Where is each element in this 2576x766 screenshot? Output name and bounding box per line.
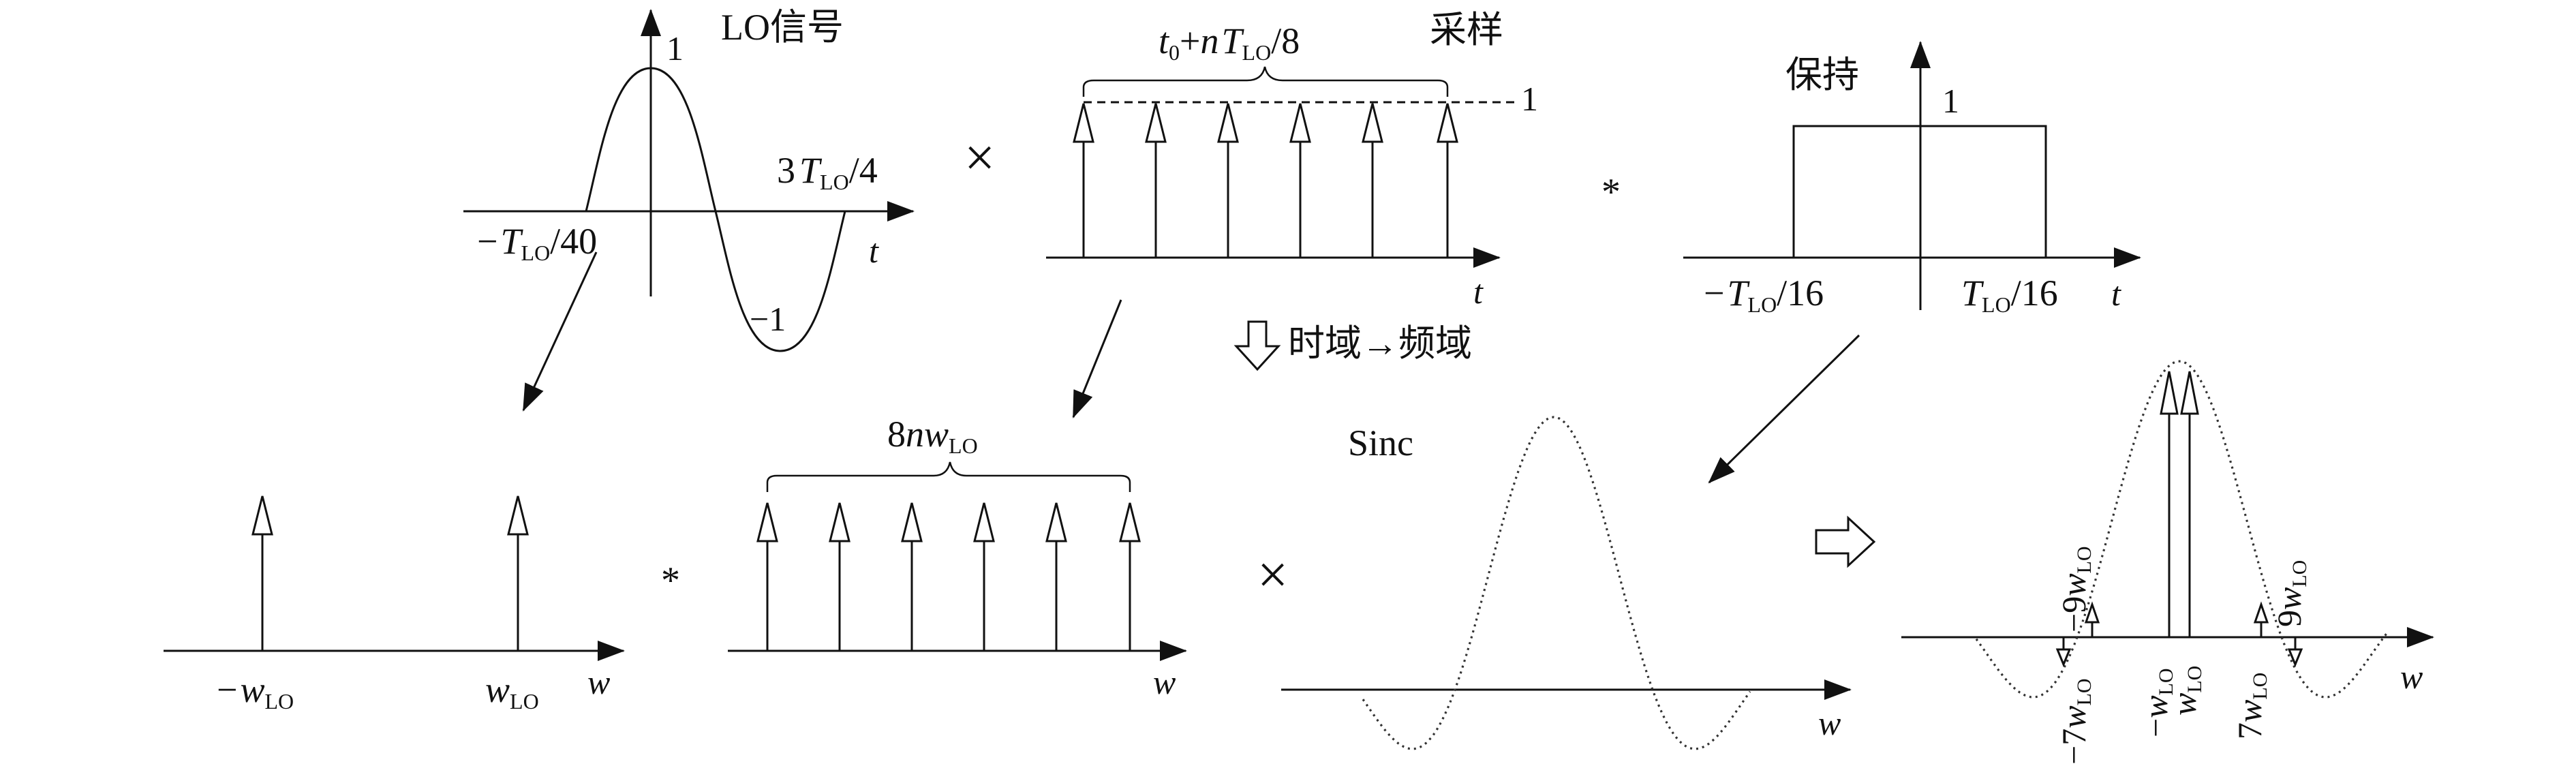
neg-wlo-result-label: −wLO [2136, 668, 2177, 737]
hold-pos-edge-label: TLO/16 [1961, 273, 2058, 317]
hold-time-label: t [2111, 275, 2121, 313]
comb-spectrum-panel: 8nwLO w [728, 414, 1187, 701]
connector-arrow-2 [1072, 299, 1122, 418]
sampling-impulse-train [1073, 103, 1458, 258]
comb-brace [766, 461, 1131, 492]
comb-impulse [829, 502, 850, 651]
pos-7wlo-label: 7wLO [2230, 673, 2271, 739]
result-impulse-neg-lo [2160, 371, 2179, 637]
pos-wlo-label: wLO [485, 669, 539, 714]
sinc-w-label: w [1818, 704, 1841, 742]
comb-impulse [756, 502, 778, 651]
sampling-impulse [1145, 103, 1167, 258]
sinc-title: Sinc [1348, 423, 1413, 463]
sinc-curve [1362, 416, 1751, 750]
sampling-impulse [1289, 103, 1311, 258]
comb-w-label: w [1153, 663, 1176, 701]
sampling-time-label: t [1473, 273, 1484, 311]
result-impulse-neg-9 [2055, 637, 2072, 667]
comb-impulse [1119, 502, 1141, 651]
hold-neg-edge-label: −TLO/16 [1704, 273, 1824, 317]
result-hollow-arrow-icon [1815, 515, 1876, 568]
comb-spacing-label: 8nwLO [887, 414, 978, 458]
lo-spectrum-impulse-pos [507, 495, 529, 651]
hold-panel: 保持 1 −TLO/16 TLO/16 t [1683, 41, 2141, 317]
multiply-operator-2: × [1257, 545, 1288, 605]
sampling-title: 采样 [1430, 10, 1503, 50]
domain-change: 时域→频域 [1233, 320, 1472, 371]
lo-neg-period-label: −TLO/40 [477, 221, 597, 265]
pos-9wlo-label: 9wLO [2270, 560, 2311, 627]
lo-signal-title: LO信号 [721, 7, 844, 48]
lo-spectrum-impulses [251, 495, 529, 651]
pos-wlo-result-label: wLO [2165, 666, 2206, 716]
hold-title: 保持 [1785, 55, 1859, 95]
result-impulses [2055, 371, 2303, 667]
sampling-impulse [1073, 103, 1094, 258]
neg-9wlo-label: −9wLO [2055, 546, 2096, 632]
down-hollow-arrow-icon [1233, 320, 1281, 371]
convolve-operator-2: * [661, 560, 680, 602]
sampling-brace [1082, 66, 1449, 97]
comb-impulse [973, 502, 995, 651]
multiply-operator-1: × [964, 128, 995, 188]
hold-unit-label: 1 [1942, 82, 1959, 120]
lo-trough-label: −1 [750, 300, 786, 338]
sampling-interval-label: t0+nTLO/8 [1159, 20, 1300, 65]
result-impulse-neg-7 [2084, 601, 2100, 637]
lo-spectrum-impulse-neg [251, 495, 273, 651]
result-w-label: w [2400, 658, 2423, 696]
sampling-impulse [1362, 103, 1383, 258]
result-impulse-pos-lo [2180, 371, 2199, 637]
lo-spectrum-w-label: w [587, 663, 610, 701]
sampling-panel: t0+nTLO/8 采样 1 t [1046, 10, 1538, 311]
domain-change-label: 时域→频域 [1288, 323, 1472, 364]
sampling-unit-label: 1 [1521, 80, 1538, 118]
sampling-impulse [1437, 103, 1458, 258]
comb-impulse [1045, 502, 1067, 651]
lo-spectrum-panel: −wLO wLO w [164, 495, 625, 714]
result-impulse-pos-9 [2287, 637, 2303, 667]
comb-impulse-train [756, 502, 1141, 651]
result-spectrum-panel: w −9wLO −7wLO −wLO wLO 7wLO 9wLO [1901, 360, 2434, 765]
result-impulse-pos-7 [2253, 601, 2269, 637]
lo-time-label: t [869, 232, 879, 270]
lo-peak-label: 1 [666, 29, 684, 67]
neg-wlo-label: −wLO [217, 669, 294, 714]
sampling-impulse [1217, 103, 1239, 258]
connector-arrow-1 [522, 251, 598, 412]
lo-sine-curve [585, 67, 846, 352]
connector-arrow-3 [1708, 334, 1860, 484]
hold-rectangle [1792, 125, 2047, 258]
neg-7wlo-label: −7wLO [2055, 678, 2096, 765]
convolve-operator-1: * [1601, 171, 1621, 213]
comb-impulse [901, 502, 923, 651]
sinc-panel: Sinc w [1281, 416, 1852, 750]
